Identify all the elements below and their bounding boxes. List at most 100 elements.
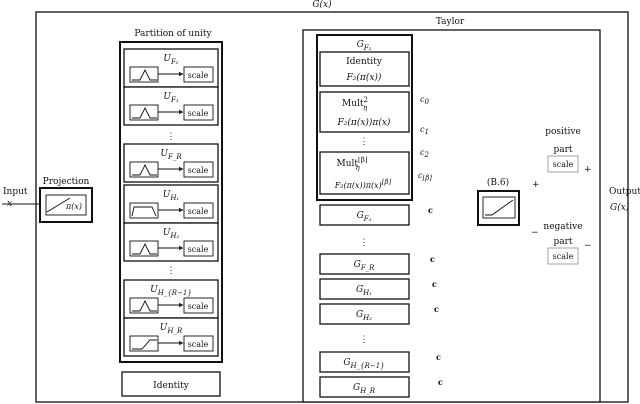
negative-scale-box xyxy=(547,247,579,265)
taylor-blocks: GF₃ GF_R GH₁ GH₂ GH_{R−1} GH_R xyxy=(319,204,410,398)
gf2-title: GF₂ xyxy=(357,40,372,52)
partition-ellipsis-1: ⋮ xyxy=(167,132,176,142)
gblock-1-box xyxy=(319,253,410,275)
projection-func: π(x) xyxy=(65,202,82,211)
unit-2-title: UF_R xyxy=(160,149,182,161)
negative-sign-left: − xyxy=(531,228,539,238)
positive-line2: part xyxy=(553,145,572,155)
unit-1-bump-icon xyxy=(132,106,157,119)
gf2-multb-box xyxy=(319,151,410,195)
partition-ellipsis-2: ⋮ xyxy=(167,266,176,276)
unit-1-func-box xyxy=(129,104,159,121)
gf2-identity-box xyxy=(319,51,410,87)
unit-5-scale-box xyxy=(183,297,214,314)
combiner-inner xyxy=(482,196,516,219)
gblock-5-coef: c xyxy=(438,377,443,387)
unit-3-scale-label: scale xyxy=(188,207,209,216)
coef-c0: c0 xyxy=(420,95,429,106)
coefficient-labels: c c c c c c xyxy=(428,205,443,387)
projection-inner xyxy=(45,194,87,216)
unit-0-scale-label: scale xyxy=(188,71,209,80)
identity-label: Identity xyxy=(153,381,190,391)
gblock-4-coef: c xyxy=(436,352,441,362)
gblock-3-box xyxy=(319,303,410,325)
gblock-0-label: GF₃ xyxy=(357,211,372,223)
gblock-5-label: GH_R xyxy=(353,383,376,395)
unit-0-scale-box xyxy=(183,66,214,83)
negative-scale-label: scale xyxy=(553,252,574,261)
input-label: Input xyxy=(3,187,28,197)
unit-0-bump-icon xyxy=(132,68,157,81)
unit-5-title: UH_{R−1} xyxy=(150,285,192,297)
gblock-2-label: GH₁ xyxy=(356,285,372,297)
gblock-1-label: GF_R xyxy=(354,260,376,272)
unit-5-bump-icon xyxy=(132,299,157,312)
combiner-relu-icon xyxy=(485,199,514,216)
unit-2-bump-icon xyxy=(132,163,157,176)
unit-4-bump-icon xyxy=(132,242,157,255)
positive-line1: positive xyxy=(545,127,581,137)
negative-sign-right: − xyxy=(584,241,592,251)
unit-4-func-box xyxy=(129,240,159,257)
gf2-identity-formula: F₂(π(x)) xyxy=(346,72,382,83)
gf2-identity-label: Identity xyxy=(346,57,383,67)
positive-scale-box xyxy=(547,155,579,173)
unit-2-scale-box xyxy=(183,161,214,178)
gblock-3-label: GH₂ xyxy=(356,310,372,322)
gblock-4-label: GH_{R−1} xyxy=(343,358,384,370)
gblock-4-box xyxy=(319,351,410,373)
coef-cbeta: c⌊β⌋ xyxy=(418,171,432,182)
unit-2-func-box xyxy=(129,161,159,178)
identity-box xyxy=(121,371,221,397)
unit-5-func-box xyxy=(129,297,159,314)
unit-4-title: UH₂ xyxy=(163,228,180,240)
partition-units: UF₂scaleUF₃scaleUF_RscaleUH₁scaleUH₂scal… xyxy=(123,48,219,357)
gblock-3-coef: c xyxy=(434,304,439,314)
unit-3-scale-box xyxy=(183,202,214,219)
unit-3-bump-icon xyxy=(131,206,157,217)
unit-6-bump-icon xyxy=(132,339,157,350)
unit-5-scale-label: scale xyxy=(188,302,209,311)
coef-c1: c1 xyxy=(420,125,429,136)
projection-title: Projection xyxy=(43,177,90,187)
negative-line2: part xyxy=(553,237,572,247)
positive-sign-left: + xyxy=(532,180,540,190)
gf2-ellipsis: ⋮ xyxy=(360,137,369,147)
projection-ramp-icon xyxy=(46,197,71,213)
unit-4-scale-box xyxy=(183,240,214,257)
gf2-mult2-formula: F₂(π(x))π(x) xyxy=(337,117,391,128)
positive-sign-right: + xyxy=(584,165,592,175)
taylor-ellipsis-1: ⋮ xyxy=(360,238,369,248)
diagram-title: G(x) xyxy=(312,0,332,10)
taylor-ellipsis-2: ⋮ xyxy=(360,335,369,345)
output-label: Output xyxy=(609,187,640,197)
gblock-1-coef: c xyxy=(430,254,435,264)
combiner-label: (B.6) xyxy=(487,177,509,188)
unit-6-scale-label: scale xyxy=(188,340,209,349)
unit-0-func-box xyxy=(129,66,159,83)
gf2-multb-formula: F₂(π(x))π(x)⌊β⌋ xyxy=(334,178,392,190)
gf2-mult2-box xyxy=(319,91,410,133)
partition-title: Partition of unity xyxy=(134,29,212,39)
gblock-0-coef: c xyxy=(428,205,433,215)
unit-6-scale-box xyxy=(183,335,214,352)
coef-c2: c2 xyxy=(420,148,429,159)
positive-scale-label: scale xyxy=(553,160,574,169)
unit-6-title: UH_R xyxy=(160,323,183,335)
unit-1-title: UF₃ xyxy=(163,92,178,104)
unit-1-scale-box xyxy=(183,104,214,121)
gblock-0-box xyxy=(319,204,410,226)
unit-0-title: UF₂ xyxy=(163,54,178,66)
gblock-5-box xyxy=(319,376,410,398)
gblock-2-box xyxy=(319,278,410,300)
taylor-title: Taylor xyxy=(436,17,465,27)
unit-2-scale-label: scale xyxy=(188,166,209,175)
gblock-2-coef: c xyxy=(432,279,437,289)
gf2-multb-label: Mult⌊β⌋η xyxy=(336,156,367,172)
negative-line1: negative xyxy=(543,222,582,232)
unit-3-title: UH₁ xyxy=(163,190,180,202)
unit-1-scale-label: scale xyxy=(188,109,209,118)
unit-4-scale-label: scale xyxy=(188,245,209,254)
